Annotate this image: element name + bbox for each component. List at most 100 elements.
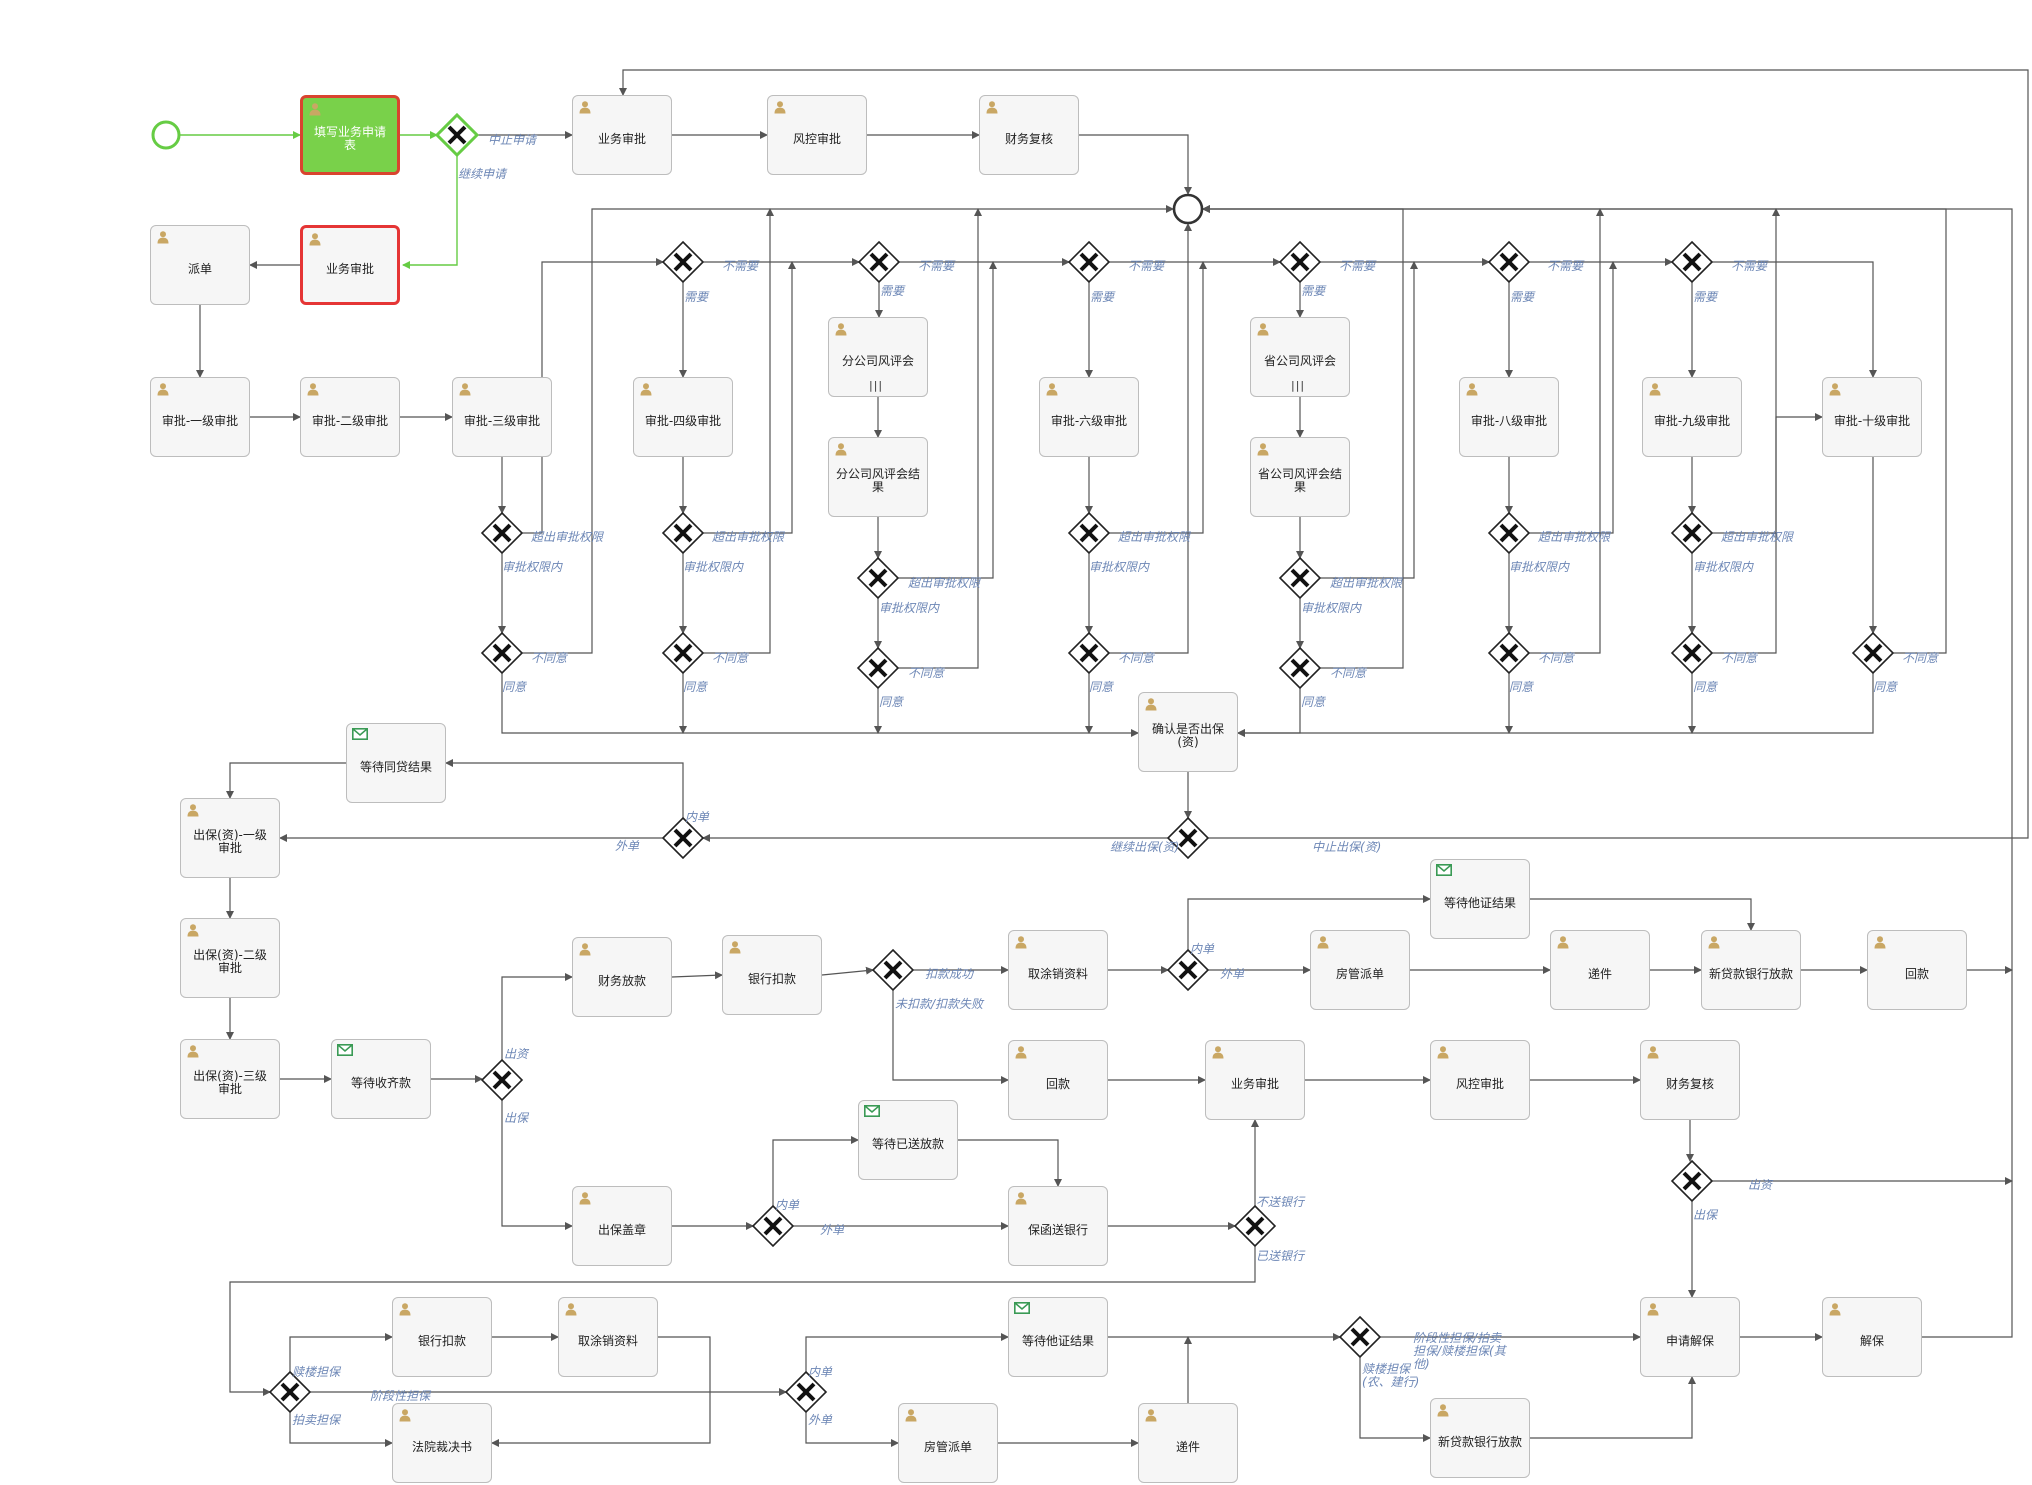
- gw-committee-6[interactable]: [1670, 240, 1714, 284]
- user-icon: [1828, 1302, 1842, 1316]
- task-guarantee-2[interactable]: 出保(资)-二级审批: [180, 918, 280, 998]
- sequence-flow: [1529, 261, 1617, 534]
- gw-authority-3[interactable]: [480, 511, 524, 555]
- task-wait-other-cert-2[interactable]: 等待他证结果: [1008, 1297, 1108, 1377]
- edge-label-within-4: 审批权限内: [683, 560, 744, 574]
- task-approve-9[interactable]: 审批-九级审批: [1642, 377, 1742, 457]
- task-approve-8[interactable]: 审批-八级审批: [1459, 377, 1559, 457]
- task-biz-review-3[interactable]: 业务审批: [1205, 1040, 1305, 1120]
- gw-redeem-type[interactable]: [1338, 1315, 1382, 1359]
- edge-label-within-3: 审批权限内: [502, 560, 563, 574]
- edge-label-exceed-9: 超出审批权限: [1721, 530, 1794, 544]
- sequence-flow: [226, 762, 346, 799]
- task-label: 等待已送放款: [871, 1136, 944, 1151]
- task-repay-1[interactable]: 回款: [1867, 930, 1967, 1010]
- task-label: 取涂销资料: [577, 1333, 638, 1348]
- task-approve-4[interactable]: 审批-四级审批: [633, 377, 733, 457]
- start-event[interactable]: [151, 120, 181, 150]
- task-branch-committee[interactable]: 分公司风评会|||: [828, 317, 928, 397]
- gw-committee-2[interactable]: [857, 240, 901, 284]
- gw-agree-4[interactable]: [661, 631, 705, 675]
- task-fill-form[interactable]: 填写业务申请表: [300, 95, 400, 175]
- gw-agree-5[interactable]: [856, 646, 900, 690]
- gw-authority-5[interactable]: [856, 556, 900, 600]
- task-wait-sent-loan[interactable]: 等待已送放款: [858, 1100, 958, 1180]
- gw-authority-7[interactable]: [1278, 556, 1322, 600]
- gw-fund-or-guarantee[interactable]: [480, 1058, 524, 1102]
- task-guarantee-1[interactable]: 出保(资)-一级审批: [180, 798, 280, 878]
- task-risk-review-1[interactable]: 风控审批: [767, 95, 867, 175]
- task-new-loan-bank-1[interactable]: 新贷款银行放款: [1701, 930, 1801, 1010]
- gw-start[interactable]: [434, 112, 480, 158]
- task-repay-2[interactable]: 回款: [1008, 1040, 1108, 1120]
- task-finance-check-2[interactable]: 财务复核: [1640, 1040, 1740, 1120]
- task-letter-to-bank[interactable]: 保函送银行: [1008, 1186, 1108, 1266]
- task-label: 申请解保: [1665, 1333, 1714, 1348]
- task-wait-syndicated[interactable]: 等待同贷结果: [346, 723, 446, 803]
- gw-authority-4[interactable]: [661, 511, 705, 555]
- task-prov-committee[interactable]: 省公司风评会|||: [1250, 317, 1350, 397]
- gw-order-type-4[interactable]: [784, 1370, 828, 1414]
- exclusive-x-icon: [1245, 1216, 1265, 1236]
- gw-committee-3[interactable]: [1067, 240, 1111, 284]
- task-deliver-1[interactable]: 递件: [1550, 930, 1650, 1010]
- task-branch-committee-result[interactable]: 分公司风评会结果: [828, 437, 928, 517]
- task-approve-2[interactable]: 审批-二级审批: [300, 377, 400, 457]
- edge-label-guarantee-2: 出保: [1693, 1208, 1718, 1222]
- task-deliver-2[interactable]: 递件: [1138, 1403, 1238, 1483]
- task-wait-full-payment[interactable]: 等待收齐款: [331, 1039, 431, 1119]
- task-biz-review-2[interactable]: 业务审批: [300, 225, 400, 305]
- task-housing-dispatch-1[interactable]: 房管派单: [1310, 930, 1410, 1010]
- task-finance-check-1[interactable]: 财务复核: [979, 95, 1079, 175]
- exclusive-x-icon: [1350, 1327, 1370, 1347]
- gw-deduct[interactable]: [871, 948, 915, 992]
- gw-order-type-1[interactable]: [661, 816, 705, 860]
- task-approve-10[interactable]: 审批-十级审批: [1822, 377, 1922, 457]
- gw-agree-8[interactable]: [1487, 631, 1531, 675]
- gw-authority-9[interactable]: [1670, 511, 1714, 555]
- task-wait-other-cert-1[interactable]: 等待他证结果: [1430, 859, 1530, 939]
- gw-authority-8[interactable]: [1487, 511, 1531, 555]
- task-guarantee-stamp[interactable]: 出保盖章: [572, 1186, 672, 1266]
- task-risk-review-2[interactable]: 风控审批: [1430, 1040, 1530, 1120]
- sequence-flow: [958, 1139, 1062, 1187]
- end-event[interactable]: [1172, 193, 1204, 225]
- sequence-flow: [1109, 261, 1207, 534]
- edge-label-no-need-6: 不需要: [1731, 259, 1768, 273]
- task-court-ruling[interactable]: 法院裁决书: [392, 1403, 492, 1483]
- task-prov-committee-result[interactable]: 省公司风评会结果: [1250, 437, 1350, 517]
- task-guarantee-3[interactable]: 出保(资)-三级审批: [180, 1039, 280, 1119]
- gw-agree-3[interactable]: [480, 631, 524, 675]
- task-release[interactable]: 解保: [1822, 1297, 1922, 1377]
- gw-agree-7[interactable]: [1278, 646, 1322, 690]
- gw-agree-6[interactable]: [1067, 631, 1111, 675]
- task-fetch-cancel-1[interactable]: 取涂销资料: [1008, 930, 1108, 1010]
- task-apply-release[interactable]: 申请解保: [1640, 1297, 1740, 1377]
- task-fetch-cancel-2[interactable]: 取涂销资料: [558, 1297, 658, 1377]
- gw-order-type-2[interactable]: [1166, 948, 1210, 992]
- gw-authority-6[interactable]: [1067, 511, 1111, 555]
- task-new-loan-bank-2[interactable]: 新贷款银行放款: [1430, 1398, 1530, 1478]
- task-bank-deduct-1[interactable]: 银行扣款: [722, 935, 822, 1015]
- task-finance-loan[interactable]: 财务放款: [572, 937, 672, 1017]
- task-approve-1[interactable]: 审批-一级审批: [150, 377, 250, 457]
- gw-order-type-3[interactable]: [751, 1204, 795, 1248]
- gw-fund-guarantee-2[interactable]: [1670, 1159, 1714, 1203]
- task-housing-dispatch-2[interactable]: 房管派单: [898, 1403, 998, 1483]
- gw-agree-10[interactable]: [1851, 631, 1895, 675]
- gw-bank-sent[interactable]: [1233, 1204, 1277, 1248]
- task-approve-3[interactable]: 审批-三级审批: [452, 377, 552, 457]
- task-biz-review-1[interactable]: 业务审批: [572, 95, 672, 175]
- gw-committee-4[interactable]: [1278, 240, 1322, 284]
- gw-agree-9[interactable]: [1670, 631, 1714, 675]
- edge-label-disagree-3: 不同意: [531, 651, 568, 665]
- gw-continue-guarantee[interactable]: [1166, 816, 1210, 860]
- gw-committee-1[interactable]: [661, 240, 705, 284]
- gw-guarantee-type[interactable]: [268, 1370, 312, 1414]
- task-dispatch[interactable]: 派单: [150, 225, 250, 305]
- user-icon: [1646, 1045, 1660, 1059]
- gw-committee-5[interactable]: [1487, 240, 1531, 284]
- task-approve-6[interactable]: 审批-六级审批: [1039, 377, 1139, 457]
- task-confirm-guarantee[interactable]: 确认是否出保(资): [1138, 692, 1238, 772]
- task-bank-deduct-2[interactable]: 银行扣款: [392, 1297, 492, 1377]
